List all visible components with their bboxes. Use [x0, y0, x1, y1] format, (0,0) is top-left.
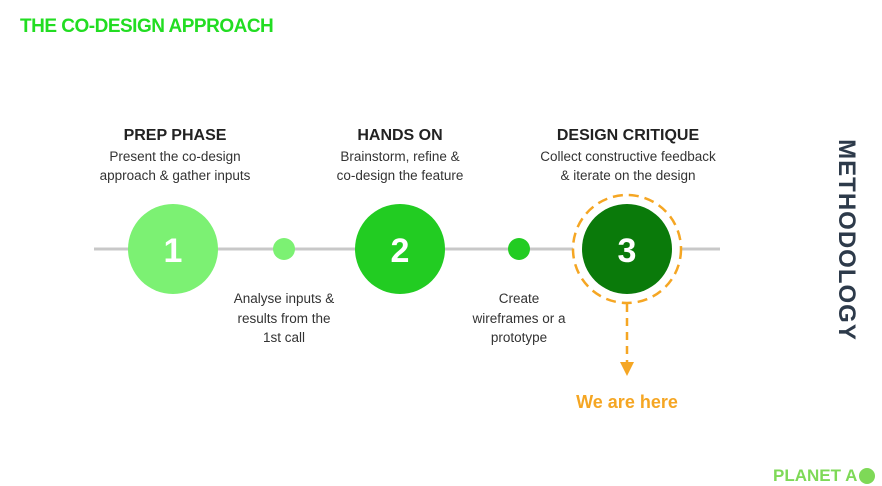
phase-2-description: Brainstorm, refine & co-design the featu… [280, 147, 520, 185]
step-2-note-line-2: wireframes or a [472, 310, 566, 326]
logo-text: PLANET A [773, 466, 858, 485]
step-2-note: Create wireframes or a prototype [444, 289, 594, 348]
phase-3-number: 3 [618, 232, 637, 270]
phase-3-description: Collect constructive feedback & iterate … [508, 147, 748, 185]
phase-1-number: 1 [164, 232, 183, 270]
page-title: THE CO-DESIGN APPROACH [20, 16, 274, 37]
step-1-note-line-2: results from the [237, 310, 331, 326]
step-2-note-line-1: Create [498, 291, 540, 306]
step-dot-2 [508, 238, 530, 260]
phase-1-desc-line-1: Present the co-design [109, 149, 241, 164]
here-arrow-head-icon [620, 362, 634, 376]
we-are-here-label: We are here [576, 392, 678, 412]
phase-2-desc-line-1: Brainstorm, refine & [340, 149, 460, 164]
step-1-note: Analyse inputs & results from the 1st ca… [209, 289, 359, 348]
phase-3-circle [582, 204, 672, 294]
phase-2-circle [355, 204, 445, 294]
phase-1-description: Present the co-design approach & gather … [55, 147, 295, 185]
phase-3-desc-line-1: Collect constructive feedback [540, 149, 716, 164]
step-1-note-line-1: Analyse inputs & [233, 291, 335, 306]
phase-1-title: PREP PHASE [123, 127, 227, 144]
globe-icon [859, 468, 876, 484]
phase-2-title: HANDS ON [357, 127, 443, 144]
phase-2-desc-line-2: co-design the feature [336, 168, 464, 183]
phase-3-desc-line-2: & iterate on the design [560, 168, 696, 183]
planet-a-logo: PLANET A [773, 466, 876, 486]
step-1-note-line-3: 1st call [262, 330, 306, 345]
phase-1-desc-line-2: approach & gather inputs [99, 168, 251, 183]
step-dot-1 [273, 238, 295, 260]
phase-3-title: DESIGN CRITIQUE [556, 127, 700, 144]
phase-2-number: 2 [391, 232, 410, 270]
step-2-note-line-3: prototype [490, 330, 548, 345]
phase-1-circle [128, 204, 218, 294]
